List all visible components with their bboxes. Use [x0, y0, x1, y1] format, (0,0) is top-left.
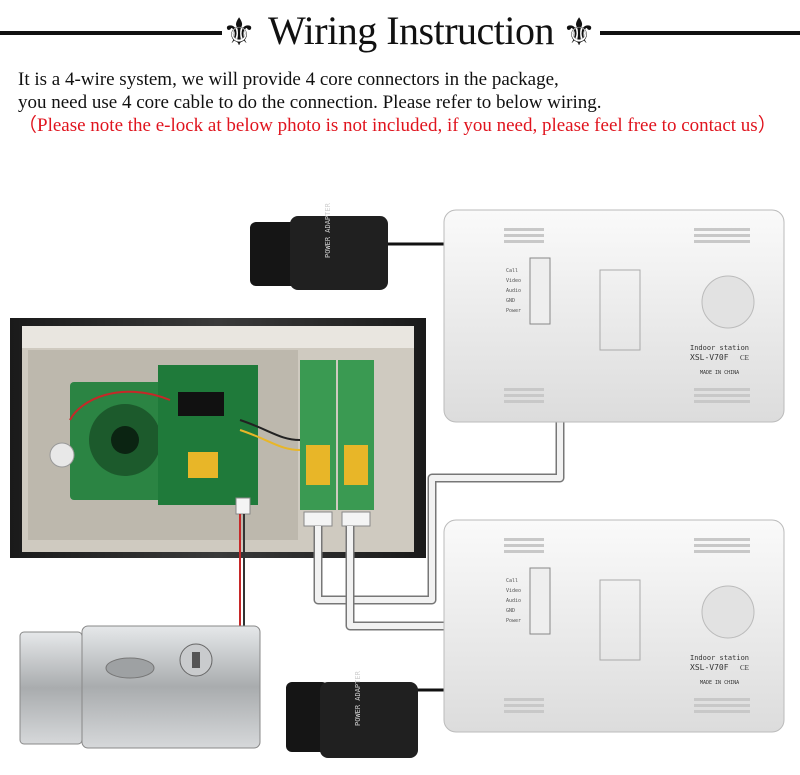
vent-bottom-b: [504, 698, 750, 713]
mount-slot-bottom: [599, 579, 641, 661]
internal-wire-yellow: [239, 429, 301, 451]
speaker-grille-top: [701, 275, 755, 329]
ce-mark-top: CE: [740, 354, 749, 362]
title-right-rule: [600, 31, 800, 35]
svg-text:Power: Power: [506, 618, 521, 624]
svg-text:GND: GND: [506, 298, 515, 304]
svg-text:Audio: Audio: [506, 598, 521, 604]
description-note: （Please note the e-lock at below photo i…: [18, 115, 777, 136]
vent-top-left-b: [504, 538, 544, 553]
main-relay: [188, 452, 218, 478]
indoor-name-bottom: Indoor station: [690, 654, 749, 662]
fleur-de-lis-icon: ⚜: [222, 10, 257, 54]
power-adapter-top: POWER ADAPTER: [250, 202, 388, 290]
keyhole-icon: [192, 652, 200, 668]
svg-text:GND: GND: [506, 608, 515, 614]
vent-top-right-b: [694, 538, 750, 553]
relay-board-2: [338, 360, 374, 510]
adapter-label-bottom: POWER ADAPTER: [354, 670, 362, 726]
origin-bottom: MADE IN CHINA: [700, 680, 739, 686]
terminal-labels-bottom: Call Video Audio GND Power: [506, 578, 521, 624]
indoor-station-top: Call Video Audio GND Power Indoor statio…: [443, 209, 785, 423]
indoor-model-top: XSL-V70F: [690, 353, 729, 362]
vent-top-left: [504, 228, 544, 243]
main-chip: [178, 392, 224, 416]
relay-board-1: [300, 360, 336, 510]
indoor-model-bottom: XSL-V70F: [690, 663, 729, 672]
relay-2: [344, 445, 368, 485]
vent-top-right: [694, 228, 750, 243]
svg-text:Video: Video: [506, 588, 521, 594]
lock-body: [81, 625, 261, 749]
indoor-station-bottom-panel: [443, 519, 785, 733]
title-left-rule: [0, 31, 222, 35]
adapter-body-bottom: [320, 682, 418, 758]
adapter-plug-bottom: [286, 682, 328, 752]
fleur-de-lis-icon: ⚜: [562, 10, 597, 54]
indoor-station-bottom: Call Video Audio GND Power Indoor statio…: [443, 519, 785, 733]
indoor-station-top-panel: [443, 209, 785, 423]
outdoor-unit-lid: [22, 326, 414, 348]
svg-text:Call: Call: [506, 578, 518, 584]
description-line-2: you need use 4 core cable to do the conn…: [18, 92, 602, 113]
adapter-label-top: POWER ADAPTER: [324, 202, 332, 258]
svg-text:Power: Power: [506, 308, 521, 314]
svg-text:Audio: Audio: [506, 288, 521, 294]
speaker-grille-bottom: [701, 585, 755, 639]
terminal-labels-top: Call Video Audio GND Power: [506, 268, 521, 314]
camera-lens: [111, 426, 139, 454]
description: It is a 4-wire system, we will provide 4…: [18, 68, 788, 137]
title-row: ⚜ Wiring Instruction ⚜: [0, 0, 800, 62]
terminal-block-bottom: [529, 567, 551, 635]
origin-top: MADE IN CHINA: [700, 370, 739, 376]
terminal-block-top: [529, 257, 551, 325]
connector-2: [341, 511, 371, 527]
vent-bottom-top: [504, 388, 750, 403]
internal-wire-red: [69, 390, 171, 421]
microphone: [49, 442, 75, 468]
description-line-1: It is a 4-wire system, we will provide 4…: [18, 69, 559, 90]
page-title: Wiring Instruction: [268, 8, 555, 53]
indoor-name-top: Indoor station: [690, 344, 749, 352]
electric-lock: [19, 625, 261, 749]
outdoor-unit: [10, 318, 426, 558]
lock-brand-plate: [105, 657, 155, 679]
power-adapter-bottom: POWER ADAPTER: [286, 670, 418, 758]
connector-1: [303, 511, 333, 527]
ce-mark-bottom: CE: [740, 664, 749, 672]
lock-plate: [19, 631, 83, 745]
mount-slot-top: [599, 269, 641, 351]
svg-text:Call: Call: [506, 268, 518, 274]
main-pcb: [158, 365, 258, 505]
relay-1: [306, 445, 330, 485]
lock-connector: [235, 497, 251, 515]
internal-wire-black: [239, 419, 301, 441]
adapter-body-top: [290, 216, 388, 290]
adapter-plug-top: [250, 222, 298, 286]
svg-text:Video: Video: [506, 278, 521, 284]
